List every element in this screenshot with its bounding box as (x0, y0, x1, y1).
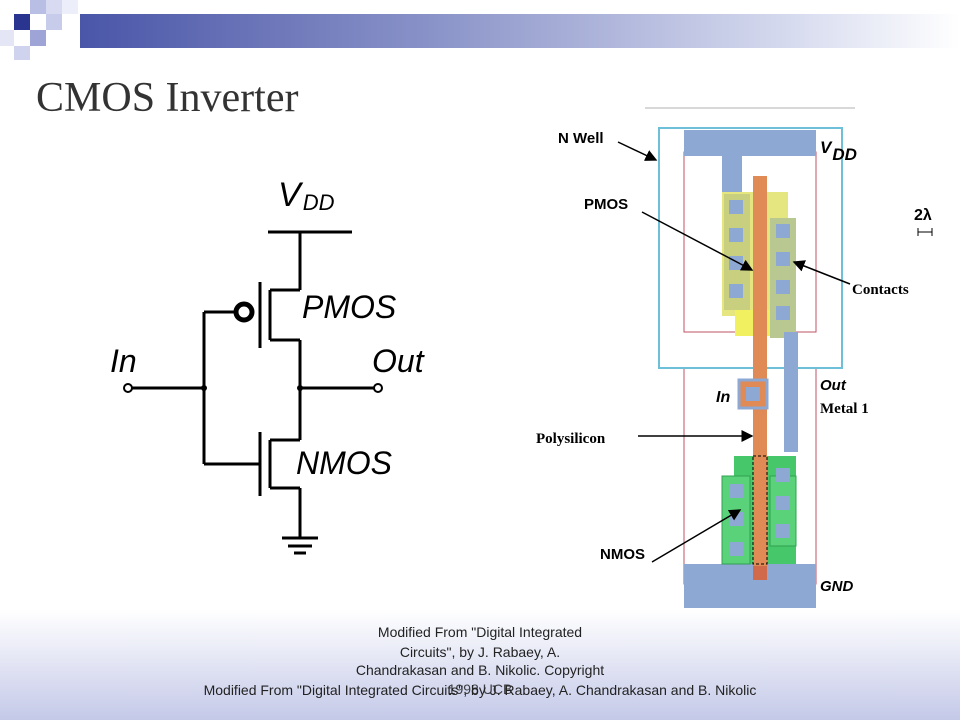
logo-square (0, 30, 14, 46)
layout-nmos-label: NMOS (600, 546, 645, 563)
logo-square (30, 0, 46, 14)
contact (776, 224, 790, 238)
contact (729, 200, 743, 214)
contacts-label: Contacts (852, 282, 909, 298)
logo-square (30, 30, 46, 46)
scale-bar (917, 228, 933, 236)
background-gradient (0, 610, 960, 720)
output-node (373, 383, 383, 393)
contact (776, 306, 790, 320)
label-arrows (617, 141, 851, 563)
contact (729, 542, 743, 556)
logo-square (46, 0, 62, 14)
contact (729, 284, 743, 298)
schematic-in-label: In (110, 343, 137, 379)
pmos-gate-bubble (233, 301, 255, 323)
logo-square (46, 14, 62, 30)
layout-in-label: In (716, 389, 730, 406)
vdd-rail (684, 130, 816, 156)
n-well-label: N Well (558, 130, 604, 147)
footer-line: Circuits", by J. Rabaey, A. (399, 644, 561, 660)
footer-overlay: 1998 UCB (447, 681, 513, 697)
contact (729, 228, 743, 242)
gnd-contact (753, 566, 767, 580)
gnd-rail (684, 564, 816, 608)
schematic-out-label: Out (372, 343, 425, 379)
layout-out-label: Out (820, 377, 847, 394)
footer-citation: Modified From "Digital Integrated Circui… (203, 682, 757, 698)
polysilicon-label: Polysilicon (536, 431, 606, 447)
logo-square (14, 46, 30, 60)
vdd-strap (722, 156, 742, 192)
inverter-schematic (128, 230, 378, 555)
out-metal1 (784, 332, 798, 452)
schematic-nmos-label: NMOS (296, 445, 392, 481)
layout-vdd-label: VDD (820, 138, 857, 164)
contact (729, 256, 743, 270)
slide-title: CMOS Inverter (36, 75, 299, 121)
footer-line: Chandrakasan and B. Nikolic. Copyright (355, 662, 605, 678)
footer-line: Modified From "Digital Integrated (377, 624, 583, 640)
nmos-channel (752, 455, 768, 565)
gate-junction (201, 385, 207, 391)
cmos-layout (658, 127, 843, 608)
contact (776, 252, 790, 266)
contact (776, 280, 790, 294)
schematic-vdd-label: VDD (278, 176, 335, 215)
gnd-label: GND (820, 578, 854, 595)
logo-square (0, 0, 14, 14)
poly-gate (753, 176, 767, 580)
contact (776, 496, 790, 510)
scale-label: 2λ (914, 207, 932, 224)
layout-pmos-label: PMOS (584, 196, 628, 213)
input-contact (746, 387, 760, 401)
contact (776, 524, 790, 538)
schematic-pmos-label: PMOS (302, 289, 396, 325)
metal1-label: Metal 1 (820, 401, 869, 417)
logo-square (62, 0, 78, 14)
logo-square (14, 14, 30, 30)
contact (729, 484, 743, 498)
header-bar (80, 14, 960, 48)
drain-junction (297, 385, 303, 391)
contact (729, 512, 743, 526)
input-node (123, 383, 133, 393)
contact (776, 468, 790, 482)
